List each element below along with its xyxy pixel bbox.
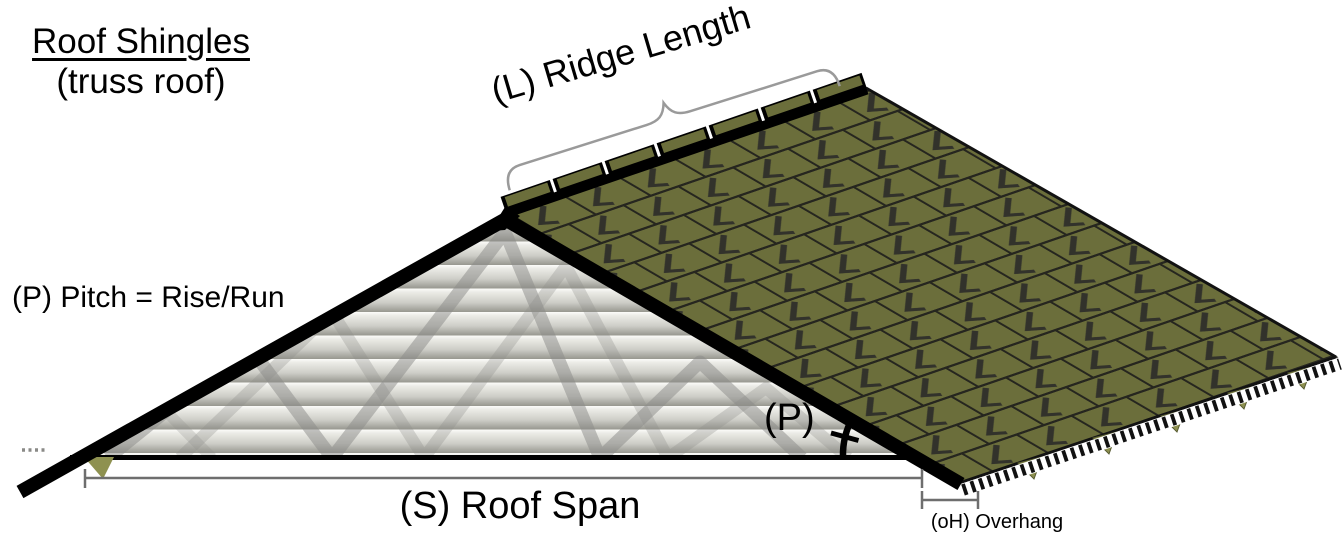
title-main: Roof Shingles	[32, 22, 250, 61]
drip-edge	[960, 357, 1343, 497]
rake-edge	[865, 86, 1337, 359]
roof-span-label: (S) Roof Span	[399, 485, 641, 527]
overhang-label: (oH) Overhang	[930, 511, 1064, 533]
right-rafter	[499, 211, 965, 491]
apex-joint	[490, 207, 520, 231]
title-subtitle: (truss roof)	[56, 62, 226, 102]
left-eave-shingle-tab	[84, 457, 114, 479]
roof-span-dimension	[83, 469, 924, 488]
left-rafter	[16, 212, 510, 499]
pitch-symbol-label: (P)	[764, 397, 815, 439]
overhang-dimension	[920, 491, 980, 509]
pitch-angle-arc	[830, 415, 860, 458]
ridge-length-brace	[506, 69, 841, 191]
pitch-formula-label: (P) Pitch = Rise/Run	[12, 281, 285, 314]
diagram-title: Roof Shingles (truss roof)	[25, 22, 257, 103]
ridge-cap-shingles	[500, 72, 867, 212]
ridge-board	[503, 85, 869, 219]
